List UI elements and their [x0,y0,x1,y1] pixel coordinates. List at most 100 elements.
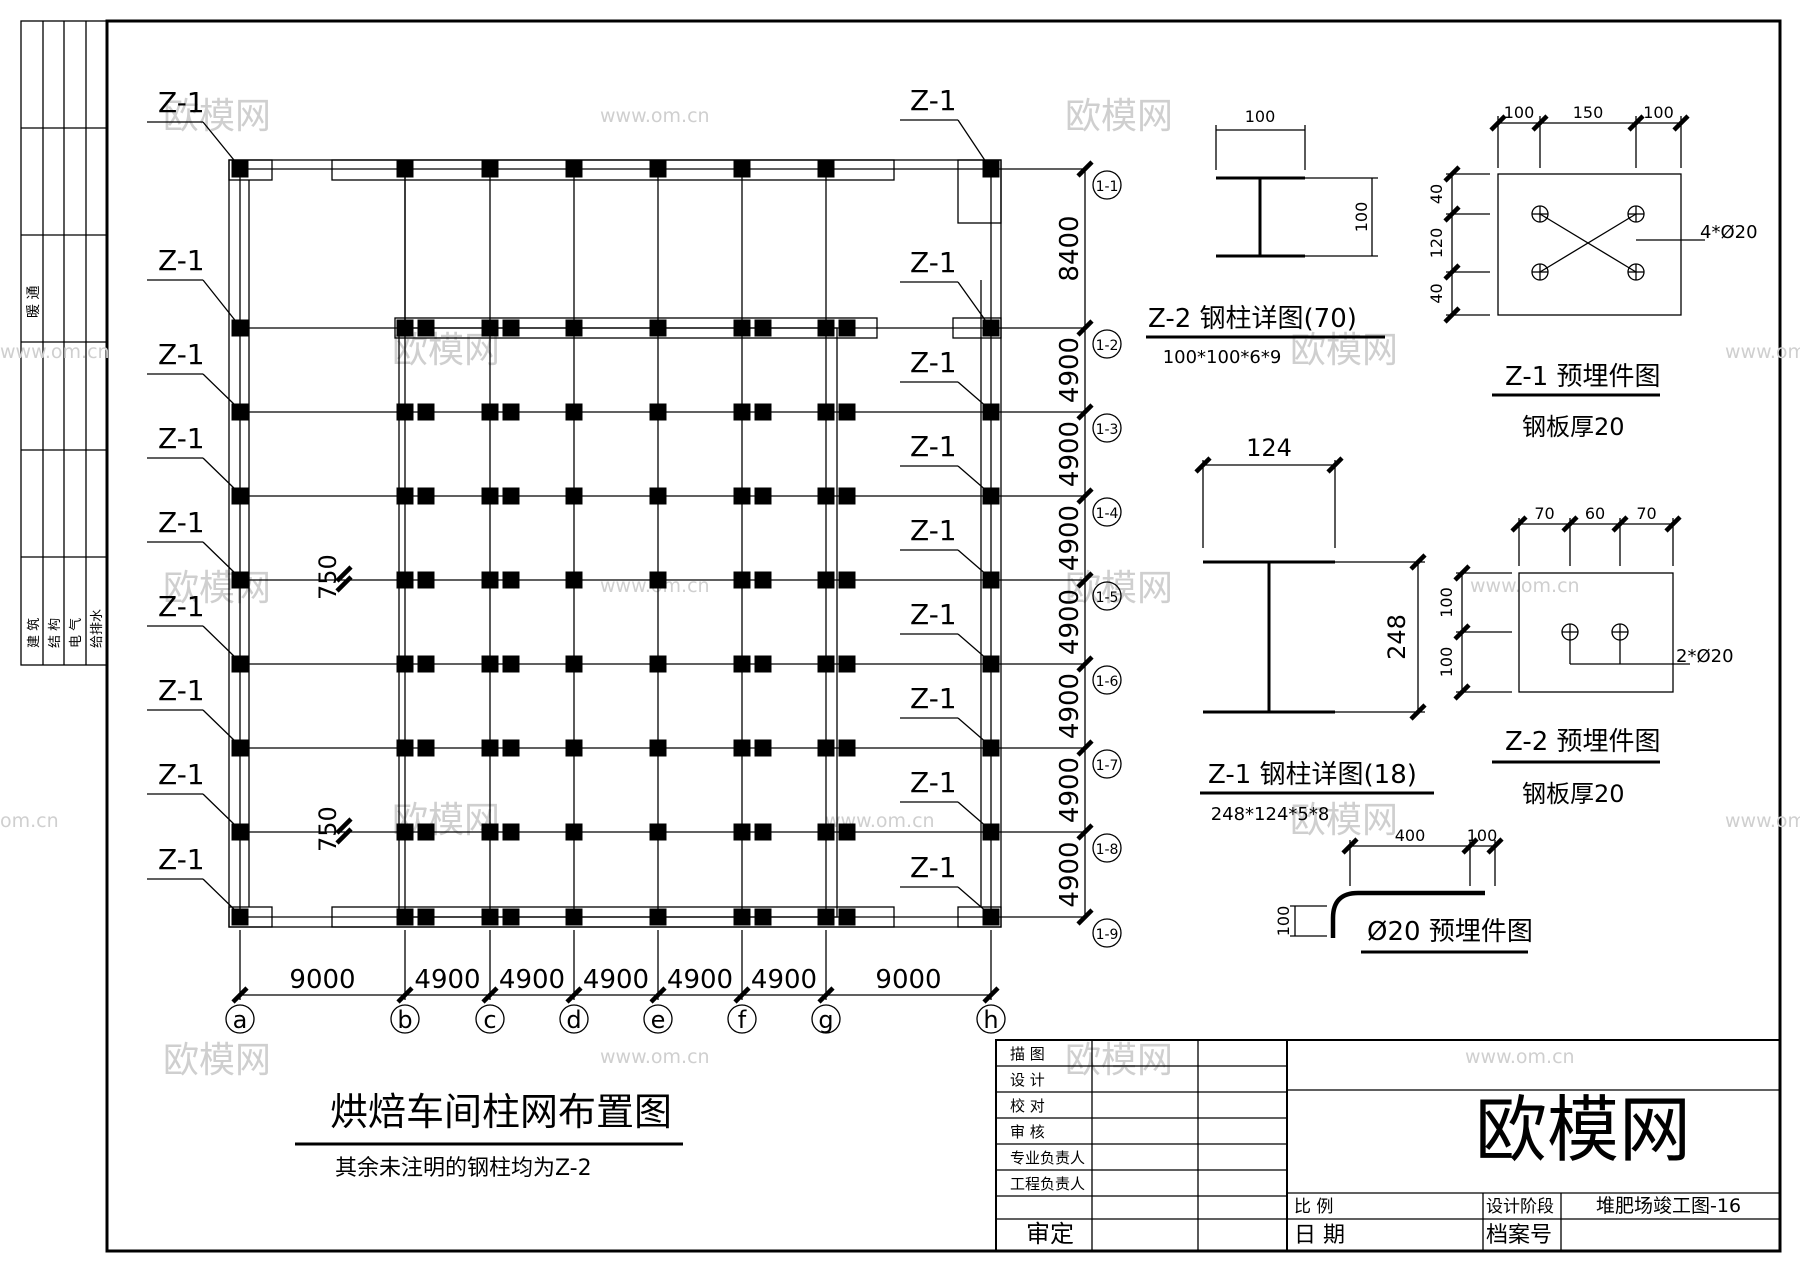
x-axis-bubble [559,1004,589,1034]
y-axis-bubble [1092,749,1122,779]
date-label: 日 期 [1294,1223,1345,1248]
steel-column [838,319,856,337]
x-axis-bubble [475,1004,505,1034]
steel-column [754,319,772,337]
dimension-tick [1453,564,1471,582]
x-axis-bubble [976,1004,1006,1034]
steel-column [417,823,435,841]
steel-column [396,823,414,841]
scale-label: 比 例 [1294,1197,1333,1217]
title-role-label: 设 计 [1010,1071,1045,1089]
top-left-stub [228,159,273,181]
x-axis-bubble [390,1004,420,1034]
y-span-dimension: 4900 [1055,505,1085,571]
z1-top-dim: 150 [1573,103,1604,122]
column-label-left: Z-1 [158,674,205,707]
dimension-tick [1341,837,1359,855]
x-axis-label: b [397,1006,412,1034]
y-axis-bubble [1092,665,1122,695]
y-span-dimension: 4900 [1055,337,1085,403]
leader-line [202,625,239,661]
steel-column [565,823,583,841]
x-axis-bubble [225,1004,255,1034]
steel-column [502,823,520,841]
steel-column [565,739,583,757]
y-axis-label: 1-5 [1096,590,1119,606]
steel-column [733,487,751,505]
steel-column [817,160,835,178]
steel-column [417,655,435,673]
watermark-text: www.om.cn [600,1046,710,1068]
steel-column [754,487,772,505]
column-label-left: Z-1 [158,422,205,455]
dimension-tick [335,565,353,583]
dimension-tick [481,986,499,1004]
y-axis-dimensions: 1-11-21-31-41-51-61-71-81-98400490049004… [1055,160,1122,948]
stage-label: 设计阶段 [1486,1197,1554,1217]
steel-column [481,160,499,178]
z1-top-dim: 100 [1643,103,1674,122]
dimension-tick [335,817,353,835]
steel-column [502,908,520,926]
y-axis-bubble [1092,918,1122,948]
steel-column [733,823,751,841]
steel-column [502,403,520,421]
y-axis-label: 1-7 [1096,758,1119,774]
dimension-tick [565,986,583,1004]
watermark-text: 欧模网 [1065,1040,1173,1081]
z2-height-label: 100 [1352,202,1371,233]
z1-side-dim: 40 [1427,184,1446,204]
leader-line [202,793,239,829]
z1-column-title: Z-1 钢柱详图(18) [1208,760,1417,790]
steel-column [817,571,835,589]
z1-plate-thickness: 钢板厚20 [1522,413,1625,441]
column-label-left: Z-1 [158,86,205,119]
steel-column [754,823,772,841]
dimension-tick [1611,515,1629,533]
steel-column [396,739,414,757]
title-block-logo: 欧模网 [1475,1088,1691,1172]
column-label-right: Z-1 [910,766,957,799]
plate-diagonal [1539,213,1637,273]
dimension-tick [982,986,1000,1004]
steel-column [417,487,435,505]
x-span-dimension: 4900 [414,965,480,995]
steel-column [396,319,414,337]
steel-column [733,908,751,926]
dimension-tick [733,986,751,1004]
dimension-tick [1453,623,1471,641]
column-label-right: Z-1 [910,851,957,884]
dimension-tick [1076,160,1094,178]
dimension-tick [1489,114,1507,132]
z1-bolt-spec: 4*Ø20 [1700,222,1758,243]
rod-tail-dim: 100 [1467,826,1498,845]
title-role-label: 描 图 [1010,1045,1045,1063]
steel-column [565,908,583,926]
plan-title: 烘焙车间柱网布置图 [330,1090,672,1134]
y-axis-bubble [1092,329,1122,359]
steel-column [649,739,667,757]
z2-column-title: Z-2 钢柱详图(70) [1148,304,1357,334]
steel-column [502,571,520,589]
steel-column [481,403,499,421]
dimension-tick [1627,114,1645,132]
dimension-tick [1672,114,1690,132]
steel-column [754,739,772,757]
leader-line [202,709,239,745]
dimension-tick [1664,515,1682,533]
column-label-left: Z-1 [158,590,205,623]
steel-column [231,739,249,757]
steel-column [817,739,835,757]
steel-column [231,908,249,926]
watermark-text: www.om.cn [0,341,110,363]
z2-column-spec: 100*100*6*9 [1163,347,1282,368]
steel-column [565,160,583,178]
z2-top-dim: 60 [1585,504,1605,523]
column-label-left: Z-1 [158,244,205,277]
y-span-dimension: 4900 [1055,421,1085,487]
steel-column [396,571,414,589]
leader-line [202,373,239,409]
